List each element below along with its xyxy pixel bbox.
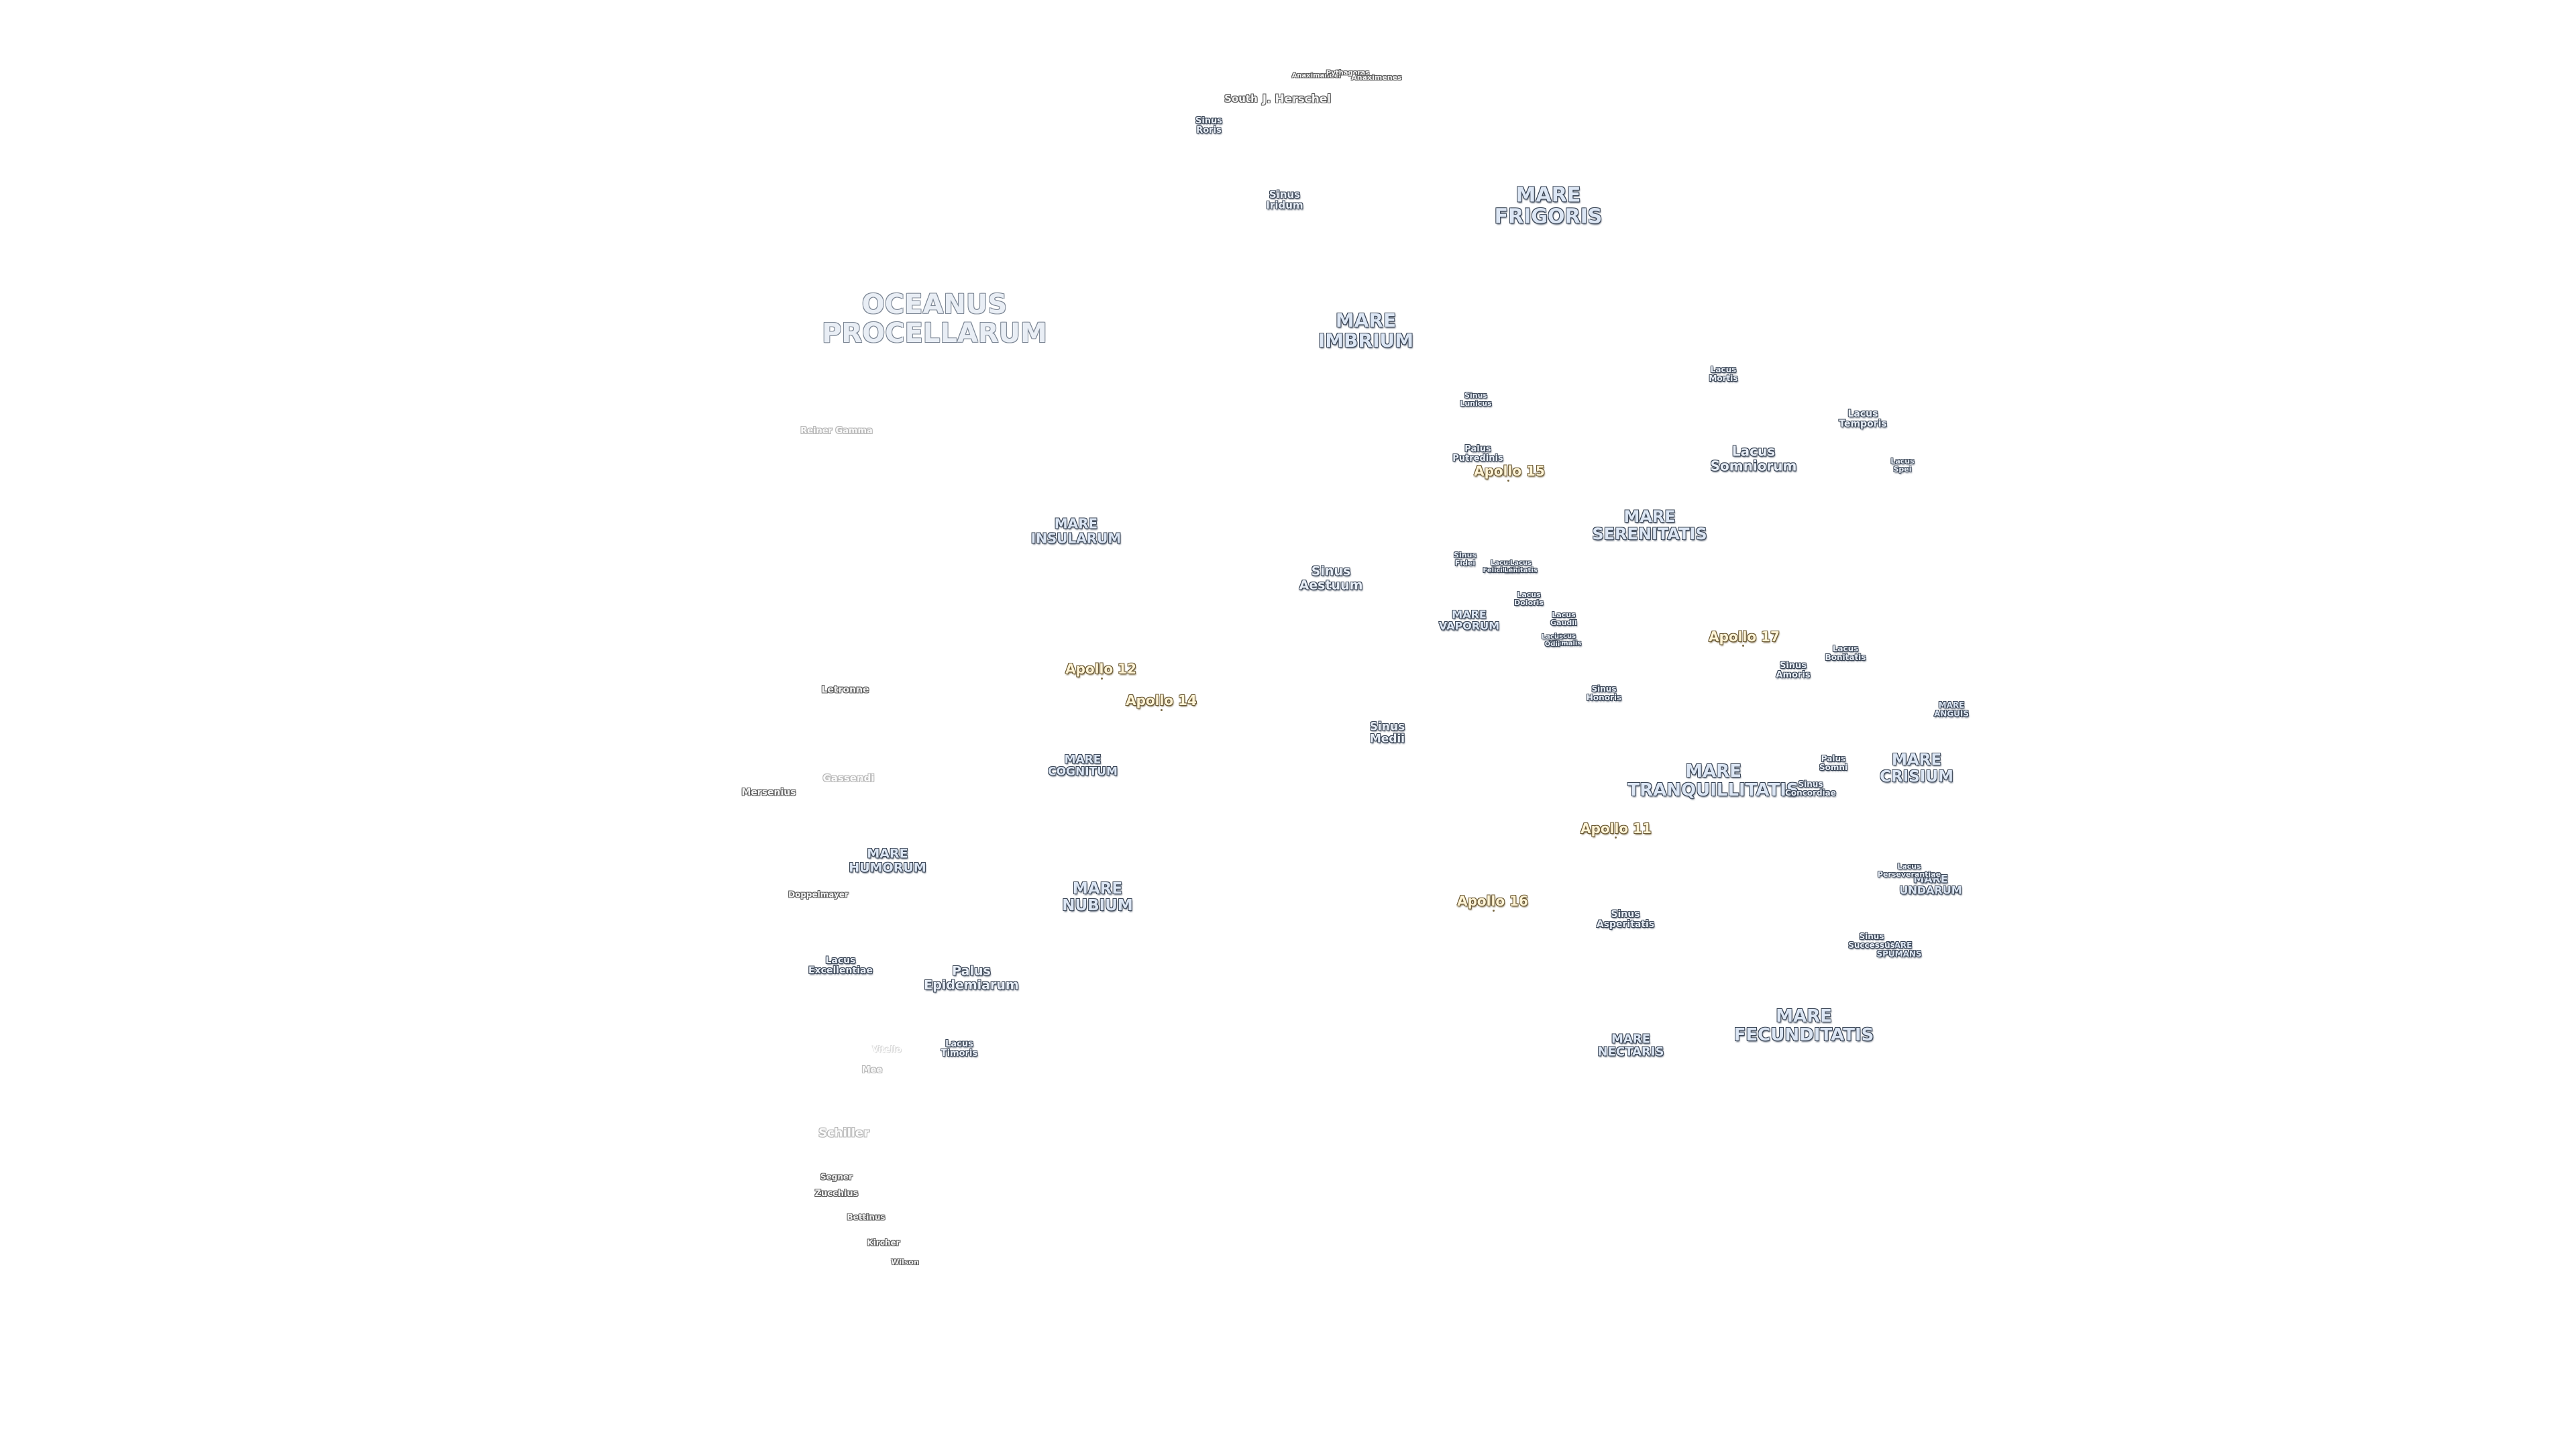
label-lacus-gaudii: Lacus Gaudii [1550,610,1577,627]
label-apollo-15: Apollo 15 [1474,463,1545,480]
label-mare-humorum: MARE HUMORUM [849,846,926,875]
site-marker-apollo-15 [1507,479,1509,482]
label-lacus-doloris: Lacus Doloris [1514,590,1544,607]
label-lacus-excellentiae: Lacus Excellentiae [808,955,873,976]
label-mare-imbrium: MARE IMBRIUM [1318,309,1414,352]
label-doppelmayer: Doppelmayer [788,890,849,900]
label-zucchius: Zucchius [814,1188,859,1199]
label-mare-frigoris: MARE FRIGORIS [1494,183,1603,229]
label-mare-fecunditatis: MARE FECUNDITATIS [1733,1006,1874,1045]
label-mare-vaporum: MARE VAPORUM [1438,608,1500,633]
label-pythagoras: Pythagoras [1326,69,1370,77]
label-lacus-mortis: Lacus Mortis [1709,365,1738,383]
label-anaximenes: Anaximenes [1351,73,1402,83]
label-mare-tranquillitatis: MARE TRANQUILLITATIS [1627,761,1799,800]
site-marker-apollo-14 [1160,708,1163,711]
label-mersenius: Mersenius [741,787,796,798]
label-sinus-roris: Sinus Roris [1195,115,1223,136]
label-mare-anguis: MARE ANGUIS [1933,700,1970,718]
label-mare-nubium: MARE NUBIUM [1062,880,1133,914]
label-mare-serenitatis: MARE SERENITATIS [1592,507,1707,543]
label-anaximander: Anaximander [1291,72,1342,80]
label-sinus-iridum: Sinus Iridum [1266,188,1303,211]
label-palus-epidemiarum: Palus Epidemiarum [924,963,1019,992]
label-apollo-14: Apollo 14 [1126,692,1197,709]
label-sinus-fidei: Sinus Fidei [1454,551,1477,568]
label-vitello: Vitello [872,1044,902,1055]
label-apollo-12: Apollo 12 [1065,661,1136,678]
label-lacus-odii: Lacus Odii [1541,633,1564,648]
label-sinus-aestuum: Sinus Aestuum [1299,564,1363,592]
label-lacus-felicitatis: Lacus Felicitatis [1483,559,1520,574]
label-mare-spumans: MARE SPUMANS [1876,941,1922,959]
site-marker-apollo-17 [1741,644,1744,647]
label-mare-crisium: MARE CRISIUM [1880,751,1953,786]
label-letronne: Letronne [821,684,869,696]
label-sinus-successus: Sinus Successus [1848,932,1895,950]
label-mare-insularum: MARE INSULARUM [1030,515,1122,546]
label-lacus-hiemalis: Lacus Hiemalis [1548,633,1582,647]
label-bettinus: Bettinus [847,1212,885,1222]
label-gassendi: Gassendi [822,771,875,784]
label-south: South [1224,92,1258,105]
label-mee: Mee [861,1065,883,1075]
label-sinus-concordiae: Sinus Concordiae [1785,780,1836,798]
label-segner: Segner [820,1172,853,1182]
label-reiner-gamma: Reiner Gamma [800,425,873,436]
label-oceanus-procellarum: OCEANUS PROCELLARUM [822,288,1047,349]
site-marker-apollo-16 [1492,909,1495,912]
label-sinus-amoris: Sinus Amoris [1776,660,1811,680]
label-sinus-medii: Sinus Medii [1369,720,1405,746]
label-schiller: Schiller [818,1126,870,1140]
label-apollo-17: Apollo 17 [1709,629,1780,645]
label-j-herschel: J. Herschel [1262,92,1332,106]
label-palus-somni: Palus Somni [1819,754,1848,772]
label-lacus-bonitatis: Lacus Bonitatis [1825,644,1866,662]
label-mare-nectaris: MARE NECTARIS [1597,1032,1664,1059]
label-apollo-16: Apollo 16 [1457,893,1528,910]
label-lacus-somniorum: Lacus Somniorum [1710,443,1797,474]
label-mare-cognitum: MARE COGNITUM [1048,753,1118,779]
site-marker-apollo-12 [1100,677,1103,680]
label-lacus-spei: Lacus Spei [1890,457,1915,474]
label-lacus-perseverantiae: Lacus Perseverantiae [1877,862,1941,879]
label-lacus-lenitatis: Lacus Lenitatis [1504,559,1538,574]
label-lacus-timoris: Lacus Timoris [941,1038,978,1059]
site-marker-apollo-11 [1614,836,1617,839]
label-mare-undarum: MARE UNDARUM [1899,872,1962,897]
label-sinus-lunicus: Sinus Lunicus [1460,391,1492,408]
label-wilson: Wilson [891,1258,919,1267]
label-lacus-temporis: Lacus Temporis [1839,408,1887,429]
label-sinus-honoris: Sinus Honoris [1586,684,1622,702]
label-apollo-11: Apollo 11 [1580,820,1652,837]
label-palus-putredinis: Palus Putredinis [1452,443,1503,464]
label-sinus-asperitatis: Sinus Asperitatis [1596,908,1655,930]
label-kircher: Kircher [867,1238,900,1248]
